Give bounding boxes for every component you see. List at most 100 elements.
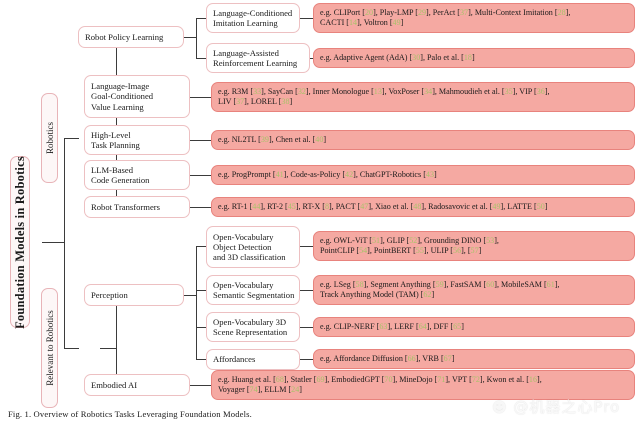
node-label: Robot Policy Learning <box>85 31 164 42</box>
connector <box>196 246 197 359</box>
citation-ref: 71 <box>437 375 446 385</box>
leaf-examples-open-vocabulary-semantic-segmentation[interactable]: e.g. LSeg [58], Segment Anything [59], F… <box>313 275 635 305</box>
connector <box>196 246 206 247</box>
citation-ref: 37 <box>236 97 245 106</box>
connector <box>190 175 211 176</box>
citation-ref: 53 <box>486 236 495 246</box>
example-line-1: e.g. Huang et al. [68], Statler [69], Em… <box>218 375 542 385</box>
citation-ref: 51 <box>371 236 381 246</box>
example-line-1: e.g. CLIP-NERF [63], LERF [64], DFF [65] <box>320 322 464 332</box>
node-label-line-2: Code Generation <box>91 175 150 185</box>
citation-ref: 70 <box>384 375 393 385</box>
citation-ref: 64 <box>418 322 427 332</box>
citation-ref: 58 <box>355 280 364 290</box>
node-language-image-goal-conditioned-value-learning[interactable]: Language-Image Goal-Conditioned Value Le… <box>84 75 190 118</box>
node-high-level-task-planning[interactable]: High-Level Task Planning <box>84 125 190 155</box>
citation-ref: 74 <box>249 385 258 394</box>
connector <box>196 290 206 291</box>
leaf-examples-open-vocabulary-3d-scene-representation[interactable]: e.g. CLIP-NERF [63], LERF [64], DFF [65] <box>313 317 635 337</box>
connector <box>116 295 117 385</box>
node-language-conditioned-imitation-learning[interactable]: Language-Conditioned Imitation Learning <box>206 3 300 33</box>
connector <box>64 138 79 139</box>
connector <box>190 207 211 208</box>
leaf-examples-llm-based-code-generation[interactable]: e.g. ProgPrompt [41], Code-as-Policy [42… <box>211 165 635 185</box>
citation-ref: 49 <box>392 18 401 27</box>
citation-ref: 59 <box>435 280 444 290</box>
watermark-emoji: ☻ <box>492 400 508 416</box>
node-label-line-3: Value Learning <box>91 101 144 112</box>
example-line-1: e.g. ProgPrompt [41], Code-as-Policy [42… <box>218 170 437 180</box>
node-label: Embodied AI <box>91 379 138 390</box>
node-perception[interactable]: Perception <box>84 284 184 306</box>
node-label-line-1: Open-Vocabulary <box>213 279 274 290</box>
node-label-line-1: Open-Vocabulary <box>213 231 274 242</box>
node-llm-based-code-generation[interactable]: LLM-Based Code Generation <box>84 160 190 190</box>
root-node-foundation-models-in-robotics[interactable]: Foundation Models in Robotics <box>10 156 30 328</box>
citation-ref: 54 <box>359 246 368 255</box>
citation-ref: 24 <box>291 385 300 394</box>
node-label-line-1: Open-Vocabulary 3D <box>213 316 287 327</box>
leaf-examples-affordances[interactable]: e.g. Affordance Diffusion [66], VRB [67] <box>313 349 635 369</box>
connector <box>64 348 79 349</box>
leaf-examples-high-level-task-planning[interactable]: e.g. NL2TL [39], Chen et al. [40] <box>211 130 635 150</box>
node-embodied-ai[interactable]: Embodied AI <box>84 374 190 396</box>
citation-ref: 44 <box>252 202 261 212</box>
node-open-vocabulary-semantic-segmentation[interactable]: Open-Vocabulary Semantic Segmentation <box>206 275 300 305</box>
category-node-robotics[interactable]: Robotics <box>41 93 58 183</box>
citation-ref: 33 <box>253 87 262 97</box>
node-open-vocabulary-object-detection[interactable]: Open-Vocabulary Object Detection and 3D … <box>206 226 300 268</box>
node-language-assisted-reinforcement-learning[interactable]: Language-Assisted Reinforcement Learning <box>206 43 310 73</box>
category-node-relevant-to-robotics[interactable]: Relevant to Robotics <box>41 288 58 408</box>
leaf-examples-language-image-goal-conditioned-value-learning[interactable]: e.g. R3M [33], SayCan [32], Inner Monolo… <box>211 82 635 112</box>
example-line-2: LIV [37], LOREL [38] <box>218 97 293 106</box>
citation-ref: 28 <box>557 8 566 18</box>
citation-ref: 40 <box>315 135 324 145</box>
watermark-text: @机器之心Pro <box>513 398 621 416</box>
leaf-examples-embodied-ai[interactable]: e.g. Huang et al. [68], Statler [69], Em… <box>211 370 635 400</box>
example-line-1: e.g. OWL-ViT [51], GLIP [52], Grounding … <box>320 236 499 246</box>
category-label-relevant-to-robotics: Relevant to Robotics <box>44 310 55 386</box>
connector <box>300 246 313 247</box>
connector <box>100 348 116 349</box>
root-label: Foundation Models in Robotics <box>12 155 27 329</box>
citation-ref: 36 <box>536 87 545 97</box>
leaf-examples-language-conditioned-imitation-learning[interactable]: e.g. CLIPort [20], Play-LMP [29], PerAct… <box>313 3 635 33</box>
connector <box>196 359 206 360</box>
citation-ref: 63 <box>379 322 388 332</box>
node-label-line-1: Language-Assisted <box>213 47 279 58</box>
citation-ref: 67 <box>443 354 452 364</box>
node-label: Affordances <box>213 354 256 365</box>
citation-ref: 49 <box>492 202 501 212</box>
example-line-2: PointCLIP [54], PointBERT [55], ULIP [56… <box>320 246 482 255</box>
connector <box>196 18 197 58</box>
citation-ref: 13 <box>373 87 382 97</box>
connector <box>116 37 117 207</box>
citation-ref: 66 <box>407 354 416 364</box>
example-line-1: e.g. R3M [33], SayCan [32], Inner Monolo… <box>218 87 550 97</box>
citation-ref: 60 <box>486 280 495 290</box>
citation-ref: 69 <box>316 375 325 385</box>
node-label-line-1: Language-Conditioned <box>213 7 293 18</box>
node-affordances[interactable]: Affordances <box>206 349 300 370</box>
leaf-examples-open-vocabulary-object-detection[interactable]: e.g. OWL-ViT [51], GLIP [52], Grounding … <box>313 231 635 261</box>
citation-ref: 50 <box>536 202 545 212</box>
node-label: Robot Transformers <box>91 201 160 212</box>
example-line-1: e.g. CLIPort [20], Play-LMP [29], PerAct… <box>320 8 571 18</box>
connector <box>300 290 313 291</box>
citation-ref: 43 <box>425 170 434 180</box>
citation-ref: 52 <box>409 236 418 246</box>
connector <box>190 97 211 98</box>
node-label-line-2: Goal-Conditioned <box>91 91 154 102</box>
leaf-examples-robot-transformers[interactable]: e.g. RT-1 [44], RT-2 [45], RT-X [8], PAC… <box>211 197 635 217</box>
node-robot-policy-learning[interactable]: Robot Policy Learning <box>78 26 184 48</box>
node-open-vocabulary-3d-scene-representation[interactable]: Open-Vocabulary 3D Scene Representation <box>206 312 300 342</box>
node-label-line-2: Scene Representation <box>213 327 288 337</box>
leaf-examples-language-assisted-reinforcement-learning[interactable]: e.g. Adaptive Agent (AdA) [30], Palo et … <box>313 48 635 68</box>
connector <box>190 140 211 141</box>
node-label-line-3: and 3D classification <box>213 252 286 263</box>
node-robot-transformers[interactable]: Robot Transformers <box>84 196 190 218</box>
connector <box>196 18 206 19</box>
example-line-1: e.g. LSeg [58], Segment Anything [59], F… <box>320 280 560 290</box>
citation-ref: 41 <box>275 170 284 180</box>
